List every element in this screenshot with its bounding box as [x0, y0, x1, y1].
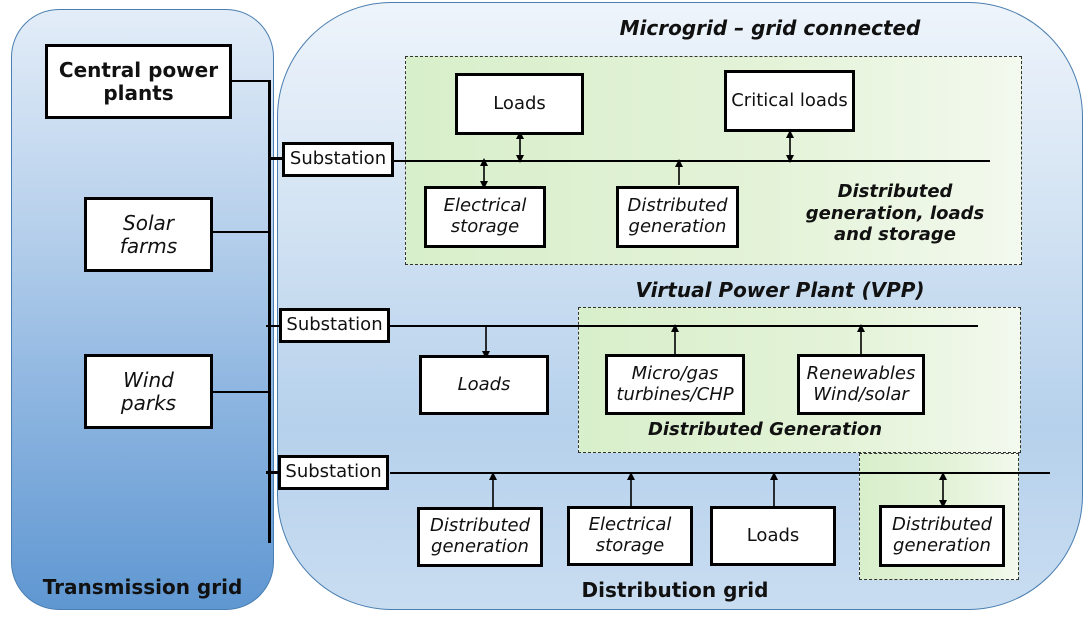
substation-3-box: Substation — [278, 455, 389, 490]
feeder-dg-box: Distributed generation — [417, 507, 543, 567]
wind-parks-label: Wind parks — [120, 367, 177, 415]
critical-loads-box: Critical loads — [724, 70, 855, 132]
solar-farms-box: Solar farms — [84, 197, 213, 272]
feeder-storage-box: Electrical storage — [567, 506, 693, 566]
substation-1-box: Substation — [282, 142, 394, 177]
solar-farms-connector — [212, 231, 268, 233]
critical-loads-label: Critical loads — [731, 89, 848, 111]
microgrid-loads-label: Loads — [493, 92, 546, 114]
transmission-bus — [268, 80, 271, 543]
renewables-box: Renewables Wind/solar — [797, 354, 925, 415]
substation-2-link — [266, 325, 280, 327]
vpp-title: Virtual Power Plant (VPP) — [635, 278, 925, 302]
substation-2-label: Substation — [286, 314, 383, 336]
vpp-loads-box: Loads — [419, 355, 549, 415]
microgrid-title: Microgrid – grid connected — [619, 16, 921, 40]
substation-3-label: Substation — [285, 461, 382, 483]
wind-parks-box: Wind parks — [84, 354, 213, 429]
substation-3-link — [266, 471, 280, 474]
solar-farms-label: Solar farms — [119, 210, 178, 258]
vpp-loads-label: Loads — [457, 373, 511, 395]
central-plants-connector — [232, 80, 270, 82]
microgrid-storage-label: Electrical storage — [443, 195, 527, 237]
transmission-grid-label: Transmission grid — [42, 575, 243, 599]
feeder-storage-label: Electrical storage — [588, 514, 672, 556]
microgrid-feeder — [394, 160, 990, 162]
microgrid-loads-box: Loads — [455, 73, 584, 135]
distribution-grid-label: Distribution grid — [581, 578, 769, 602]
feeder-dg-bidirectional-box: Distributed generation — [879, 505, 1005, 567]
wind-parks-connector — [212, 391, 268, 393]
microgrid-zone-caption: Distributed generation, loads and storag… — [805, 181, 985, 246]
substation-1-label: Substation — [289, 148, 387, 170]
substation-2-box: Substation — [279, 308, 390, 343]
feeder-dg-bidirectional-label: Distributed generation — [891, 514, 993, 556]
feeder-loads-label: Loads — [746, 524, 800, 546]
microgrid-storage-box: Electrical storage — [424, 186, 546, 248]
feeder-dg-label: Distributed generation — [429, 515, 531, 557]
distribution-feeder — [390, 472, 1050, 474]
vpp-feeder — [390, 325, 978, 327]
central-power-plants-label: Central power plants — [58, 57, 219, 105]
central-power-plants-box: Central power plants — [45, 44, 232, 119]
turbines-chp-label: Micro/gas turbines/CHP — [616, 362, 734, 405]
turbines-chp-box: Micro/gas turbines/CHP — [605, 354, 745, 415]
substation-1-link — [268, 157, 282, 160]
microgrid-dg-box: Distributed generation — [616, 186, 739, 248]
microgrid-dg-label: Distributed generation — [627, 195, 728, 237]
vpp-zone-caption: Distributed Generation — [647, 419, 883, 440]
feeder-loads-box: Loads — [710, 506, 836, 566]
renewables-label: Renewables Wind/solar — [806, 362, 916, 405]
